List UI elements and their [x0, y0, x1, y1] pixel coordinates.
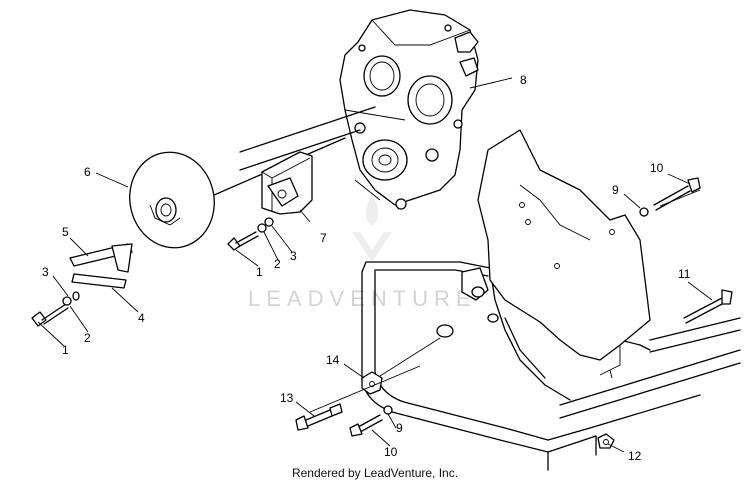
callout-14: 14	[326, 353, 340, 367]
clutch-housing	[339, 9, 479, 210]
washer-2-right	[257, 223, 267, 233]
bolt-11	[683, 289, 733, 324]
spacer-hole	[436, 324, 454, 338]
callout-7: 7	[320, 231, 327, 245]
callout-12: 12	[628, 449, 642, 463]
washer-9-lower	[383, 405, 393, 415]
washer-2-left	[62, 296, 72, 306]
mounting-tab	[461, 267, 499, 323]
bolt-10-lower	[349, 414, 383, 437]
callout-2-left: 2	[84, 331, 91, 345]
callout-11: 11	[678, 267, 691, 281]
callout-10-lower: 10	[384, 445, 398, 459]
lockwasher-3-left	[72, 291, 80, 301]
watermark-logo-icon	[352, 195, 392, 262]
callout-10-upper: 10	[650, 161, 664, 175]
callout-9-lower: 9	[396, 421, 403, 435]
callout-6: 6	[84, 165, 91, 179]
callout-1-right: 1	[256, 265, 263, 279]
callout-8: 8	[520, 73, 527, 87]
callout-3-right: 3	[290, 249, 297, 263]
bolt-1-left	[31, 303, 69, 327]
motor-mount	[261, 151, 313, 215]
bolt-13	[295, 403, 343, 431]
leader-lines	[37, 77, 713, 453]
side-panel	[477, 129, 651, 379]
callout-5: 5	[62, 225, 69, 239]
drive-sheave	[129, 151, 215, 249]
callout-13: 13	[280, 391, 294, 405]
lockwasher-3-right	[264, 217, 274, 227]
callout-1-left: 1	[62, 343, 69, 357]
callout-labels: 8 6 7 5 3 4 2 1 1 2 3 10 9 11 14 13 9 10…	[42, 73, 691, 463]
callout-2-right: 2	[274, 257, 281, 271]
callout-3-left: 3	[42, 265, 49, 279]
watermark-text: LEADVENTURE	[248, 286, 477, 311]
footer-credit: Rendered by LeadVenture, Inc.	[291, 466, 459, 480]
belt-guard-bracket	[69, 243, 133, 289]
callout-9-upper: 9	[612, 183, 619, 197]
washer-9-upper	[639, 207, 649, 217]
bolt-1-right	[227, 231, 259, 251]
callout-4: 4	[138, 311, 145, 325]
